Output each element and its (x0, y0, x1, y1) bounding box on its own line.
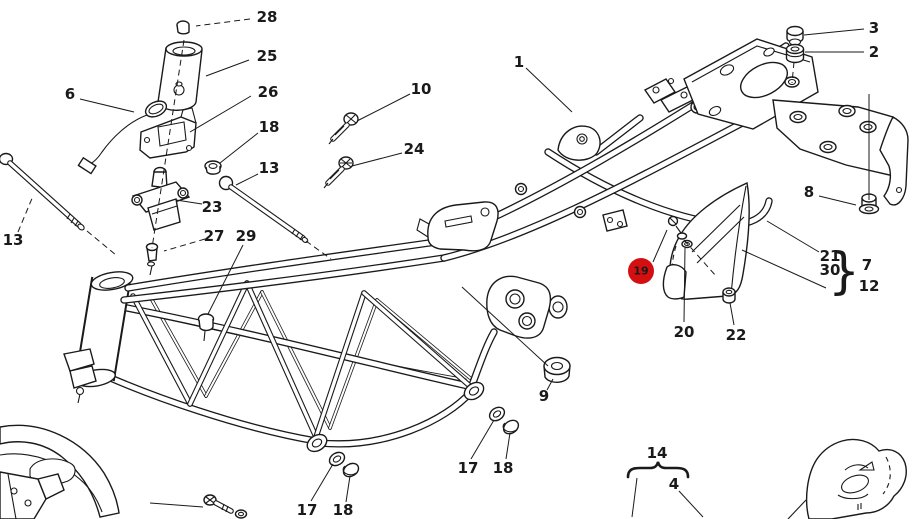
leader-line-to-29 (207, 244, 244, 315)
front-fender (0, 424, 120, 519)
frame-sensor-27 (145, 242, 159, 276)
part-label-21[interactable]: 21 (820, 247, 841, 265)
frame-top-spars (120, 238, 448, 304)
part-label-26[interactable]: 26 (258, 83, 279, 101)
part-label-29[interactable]: 29 (236, 227, 257, 245)
leader-line-to-4 (678, 490, 704, 518)
part-label-17-bottom[interactable]: 17 (297, 501, 318, 519)
leader-line-to-9 (546, 378, 554, 391)
frame-nut-29 (197, 313, 215, 342)
part-label-20[interactable]: 20 (674, 323, 695, 341)
part-label-10[interactable]: 10 (411, 80, 432, 98)
bottom-right-panel (787, 438, 907, 519)
part-label-23[interactable]: 23 (202, 198, 223, 216)
leader-line-to-18-top (219, 132, 259, 164)
leader-line-to-27 (163, 238, 206, 252)
screw-10 (328, 112, 359, 145)
leader-line-to-21 (766, 220, 820, 253)
nut-22 (722, 287, 736, 304)
seat-latch-bracket (416, 201, 499, 252)
part-label-2[interactable]: 2 (869, 43, 879, 61)
leader-line-to-8 (818, 195, 857, 206)
screw-3 (786, 25, 804, 46)
leader-line-to-9-long (461, 286, 549, 367)
leader-line-to-14 (631, 477, 638, 518)
part-label-3[interactable]: 3 (869, 19, 879, 37)
leader-line-to-10 (356, 93, 411, 122)
part-label-14[interactable]: 14 (647, 444, 668, 462)
part-label-30[interactable]: 30 (820, 261, 841, 279)
rear-bracket (772, 99, 909, 206)
leader-line-to-22 (729, 302, 735, 326)
part-label-4[interactable]: 4 (669, 475, 679, 493)
part-label-18-bottom[interactable]: 18 (333, 501, 354, 519)
leader-line-to-6 (79, 98, 135, 113)
fender-screw (203, 494, 248, 519)
leader-line-to-20 (683, 247, 686, 323)
part-label-18-top[interactable]: 18 (259, 118, 280, 136)
highlight-badge-19[interactable] (628, 258, 654, 284)
screw-19 (667, 215, 688, 240)
part-label-22[interactable]: 22 (726, 326, 747, 344)
part-label-25[interactable]: 25 (257, 47, 278, 65)
part-label-12[interactable]: 12 (859, 277, 880, 295)
grommet-2 (785, 43, 805, 64)
leader-line-to-30 (741, 249, 827, 289)
leader-line-to-26 (189, 95, 252, 133)
ignition-assembly (77, 20, 203, 231)
leader-line-to-3 (803, 28, 865, 36)
part-label-group-brace-7-12[interactable]: } (828, 242, 860, 300)
bolt-13-left (0, 152, 85, 231)
part-label-18-mid[interactable]: 18 (493, 459, 514, 477)
bushing-9 (543, 356, 571, 384)
screw-24 (323, 156, 354, 189)
leader-line-to-28 (195, 18, 251, 27)
leader-lines-layer (17, 18, 870, 518)
leader-line-to-1 (525, 67, 573, 113)
part-label-17-mid[interactable]: 17 (458, 459, 479, 477)
part-label-19[interactable]: 19 (633, 265, 648, 278)
group-brace-14 (626, 461, 690, 479)
leader-line-to-17-bottom (310, 463, 334, 502)
leader-line-to-25 (205, 59, 250, 77)
leader-line-axis-ignition-assembly (151, 39, 185, 249)
frame-bottom-cradle (93, 303, 498, 448)
leader-line-axis-screw-19 (683, 239, 717, 277)
grommet-18-top (204, 160, 222, 175)
part-label-7[interactable]: 7 (862, 256, 872, 274)
part-label-8[interactable]: 8 (804, 183, 814, 201)
mount-mid-17-18 (463, 381, 520, 435)
leader-line-to-13-left (17, 195, 34, 233)
leader-line-axis-bolt-13-left (86, 230, 117, 256)
side-panel (662, 181, 750, 300)
leader-line-to-18-mid (505, 432, 511, 460)
part-label-13-top[interactable]: 13 (259, 159, 280, 177)
leader-line-axis-bolt-2-3 (791, 61, 795, 84)
steering-head-tube (63, 271, 134, 404)
leader-line-to-17-mid (470, 419, 495, 460)
part-label-1[interactable]: 1 (514, 53, 524, 71)
trellis-diagonals (130, 280, 474, 440)
leader-line-to-13-top (235, 173, 259, 186)
part-label-28[interactable]: 28 (257, 8, 278, 26)
part-label-6[interactable]: 6 (65, 85, 75, 103)
leader-line-to-18-bottom (345, 475, 351, 503)
leader-line-to-23 (175, 199, 203, 205)
leader-line-fender-screw-line (149, 502, 204, 508)
leader-line-to-19 (652, 229, 668, 263)
part-label-24[interactable]: 24 (404, 140, 425, 158)
part-label-27[interactable]: 27 (204, 227, 225, 245)
bolt-13-top (218, 175, 309, 244)
part-label-13-left[interactable]: 13 (3, 231, 24, 249)
leader-line-axis-bolt-13-top (305, 240, 332, 260)
mount-bottom-17-18 (306, 433, 360, 478)
pivot-bracket (486, 275, 568, 339)
part-label-9[interactable]: 9 (539, 387, 549, 405)
leader-line-to-24 (351, 152, 403, 167)
